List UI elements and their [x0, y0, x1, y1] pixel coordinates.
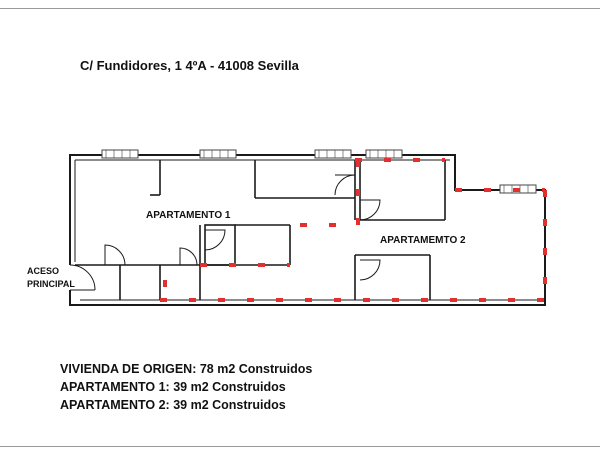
- door-kitchen: [334, 174, 356, 196]
- area-summary: VIVIENDA DE ORIGEN: 78 m2 Construidos AP…: [60, 360, 312, 414]
- door-lower-right: [359, 259, 381, 281]
- summary-apt2-value: 39 m2 Construidos: [173, 398, 286, 412]
- outer-walls: [69, 154, 546, 306]
- summary-row-apt2: APARTAMENTO 2: 39 m2 Construidos: [60, 396, 312, 414]
- summary-origin-label: VIVIENDA DE ORIGEN:: [60, 362, 197, 376]
- door-right-room: [359, 199, 381, 221]
- doors: [69, 160, 381, 291]
- window-mullions: [105, 150, 529, 193]
- new-partitions: [160, 158, 547, 302]
- window-4: [365, 149, 403, 159]
- entrance-label-line2: PRINCIPAL: [27, 279, 75, 289]
- entrance-label-line1: ACESO: [27, 266, 59, 276]
- door-left-room: [104, 244, 126, 266]
- apt1-label: APARTAMENTO 1: [146, 210, 231, 221]
- window-2: [199, 149, 237, 159]
- door-central: [204, 229, 226, 251]
- window-3: [314, 149, 352, 159]
- summary-row-apt1: APARTAMENTO 1: 39 m2 Construidos: [60, 378, 312, 396]
- summary-apt2-label: APARTAMENTO 2:: [60, 398, 170, 412]
- page-title: C/ Fundidores, 1 4ºA - 41008 Sevilla: [80, 58, 299, 73]
- apt2-label: APARTAMEMTO 2: [380, 235, 466, 246]
- summary-origin-value: 78 m2 Construidos: [199, 362, 313, 376]
- frame-top-line: [0, 8, 600, 9]
- door-bath-1: [179, 247, 198, 266]
- window-1: [101, 149, 139, 159]
- interior-walls: [75, 160, 545, 301]
- entrance-door: [69, 264, 96, 291]
- summary-apt1-label: APARTAMENTO 1:: [60, 380, 170, 394]
- summary-apt1-value: 39 m2 Construidos: [173, 380, 286, 394]
- frame-bottom-line: [0, 446, 600, 447]
- summary-row-origin: VIVIENDA DE ORIGEN: 78 m2 Construidos: [60, 360, 312, 378]
